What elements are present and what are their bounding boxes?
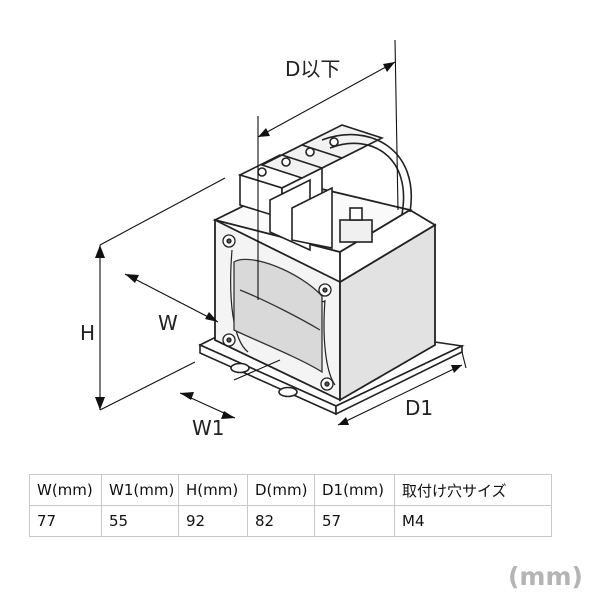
dimension-arrows [95, 62, 462, 425]
header-w1: W1(mm) [101, 474, 179, 506]
terminal-block [237, 124, 385, 252]
header-h: H(mm) [178, 474, 248, 506]
transformer-dimension-drawing: D以下 H W W1 D1 [80, 39, 467, 440]
value-d1: 57 [314, 505, 395, 537]
header-d1: D1(mm) [314, 474, 395, 506]
value-w1: 55 [101, 505, 179, 537]
mounting-hole [278, 386, 298, 398]
dimension-label-d: D以下 [285, 57, 340, 81]
dimension-label-w1: W1 [192, 416, 225, 440]
value-w: 77 [29, 505, 102, 537]
value-d: 82 [247, 505, 315, 537]
header-mounting-hole-size: 取付け穴サイズ [394, 474, 552, 506]
mounting-hole [230, 362, 250, 374]
dimension-label-d1: D1 [405, 396, 433, 420]
coil [233, 258, 323, 374]
unit-note: (mm) [508, 562, 583, 591]
dimension-label-h: H [80, 321, 95, 345]
dimension-label-w: W [158, 311, 178, 335]
header-w: W(mm) [29, 474, 102, 506]
header-d: D(mm) [247, 474, 315, 506]
corner-bolt [222, 234, 334, 391]
spec-value-row: 77 55 92 82 57 M4 [29, 505, 552, 537]
value-mounting-hole-size: M4 [394, 505, 552, 537]
lead-wires [321, 133, 413, 215]
spec-table: W(mm) W1(mm) H(mm) D(mm) D1(mm) 取付け穴サイズ … [29, 474, 552, 537]
value-h: 92 [178, 505, 248, 537]
dimension-lines [99, 39, 467, 426]
spec-header-row: W(mm) W1(mm) H(mm) D(mm) D1(mm) 取付け穴サイズ [29, 474, 552, 506]
